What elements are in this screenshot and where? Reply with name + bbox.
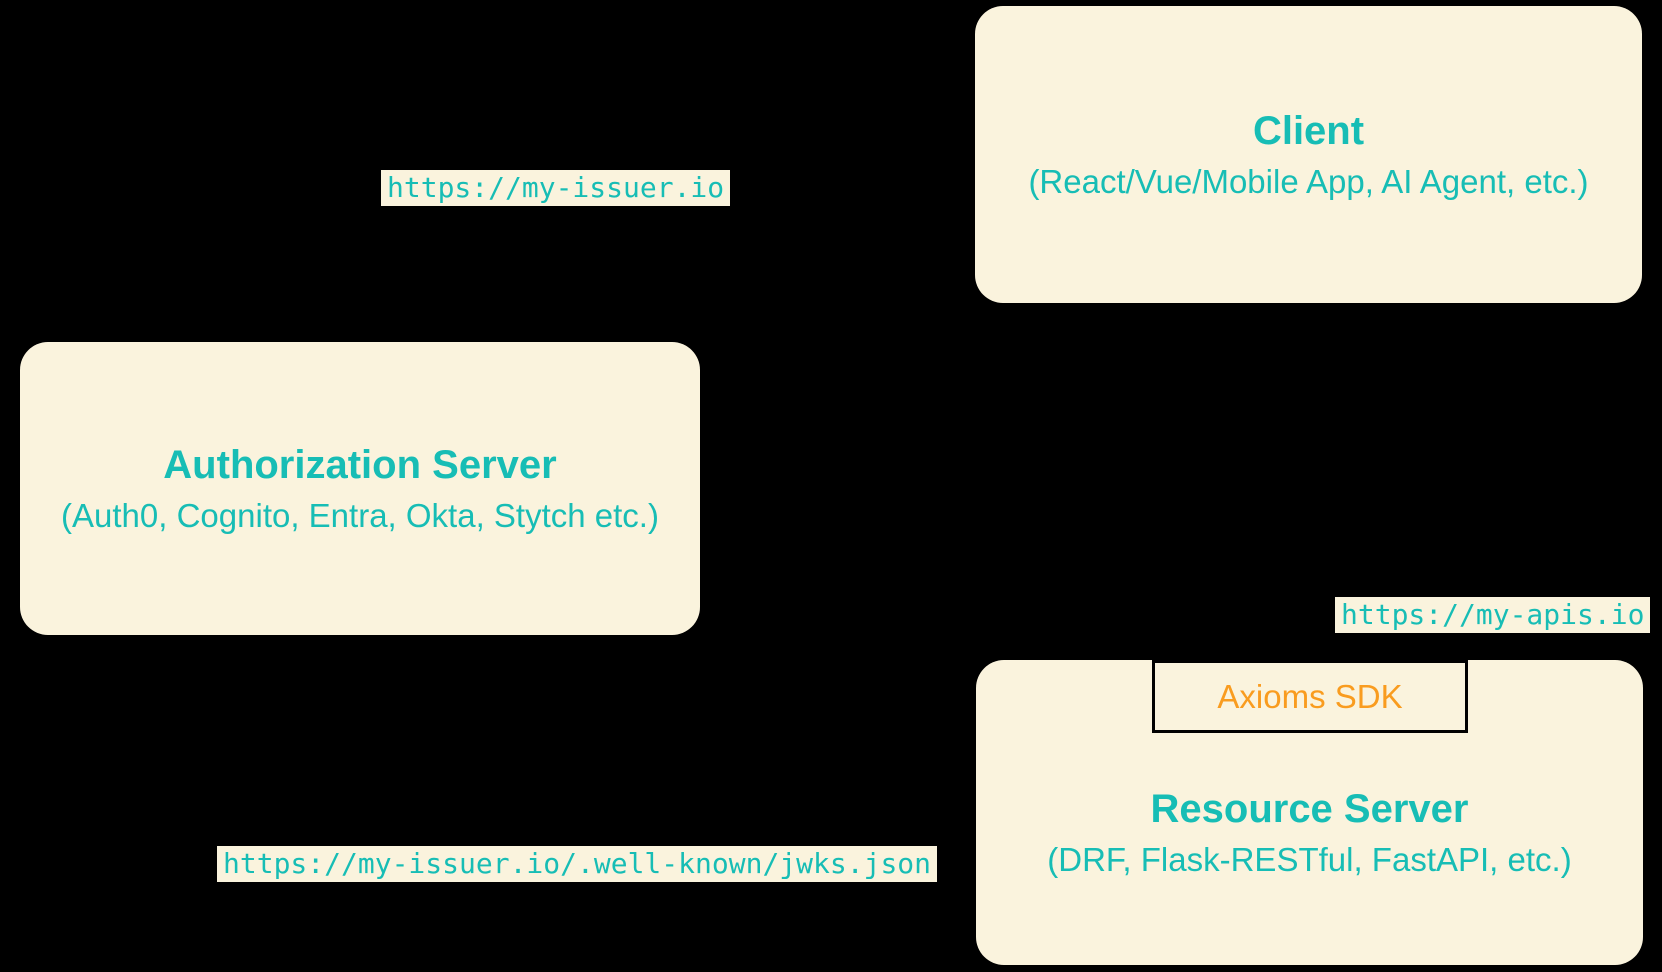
client-subtitle: (React/Vue/Mobile App, AI Agent, etc.) [1028,162,1589,200]
apis-url-label: https://my-apis.io [1335,597,1651,633]
authorization-server-subtitle: (Auth0, Cognito, Entra, Okta, Stytch etc… [61,496,659,534]
authorization-server-node: Authorization Server (Auth0, Cognito, En… [20,342,700,635]
resource-server-subtitle: (DRF, Flask-RESTful, FastAPI, etc.) [1047,840,1572,878]
authorization-server-title: Authorization Server [163,442,557,487]
resource-server-text: Resource Server (DRF, Flask-RESTful, Fas… [1047,786,1571,880]
issuer-url-label: https://my-issuer.io [381,170,731,206]
jwks-url-label: https://my-issuer.io/.well-known/jwks.js… [217,846,938,882]
axioms-sdk-label: Axioms SDK [1217,677,1403,715]
client-title: Client [1252,108,1365,153]
resource-server-title: Resource Server [1150,786,1469,831]
axioms-sdk-node: Axioms SDK [1152,660,1468,733]
client-node: Client (React/Vue/Mobile App, AI Agent, … [975,6,1642,303]
